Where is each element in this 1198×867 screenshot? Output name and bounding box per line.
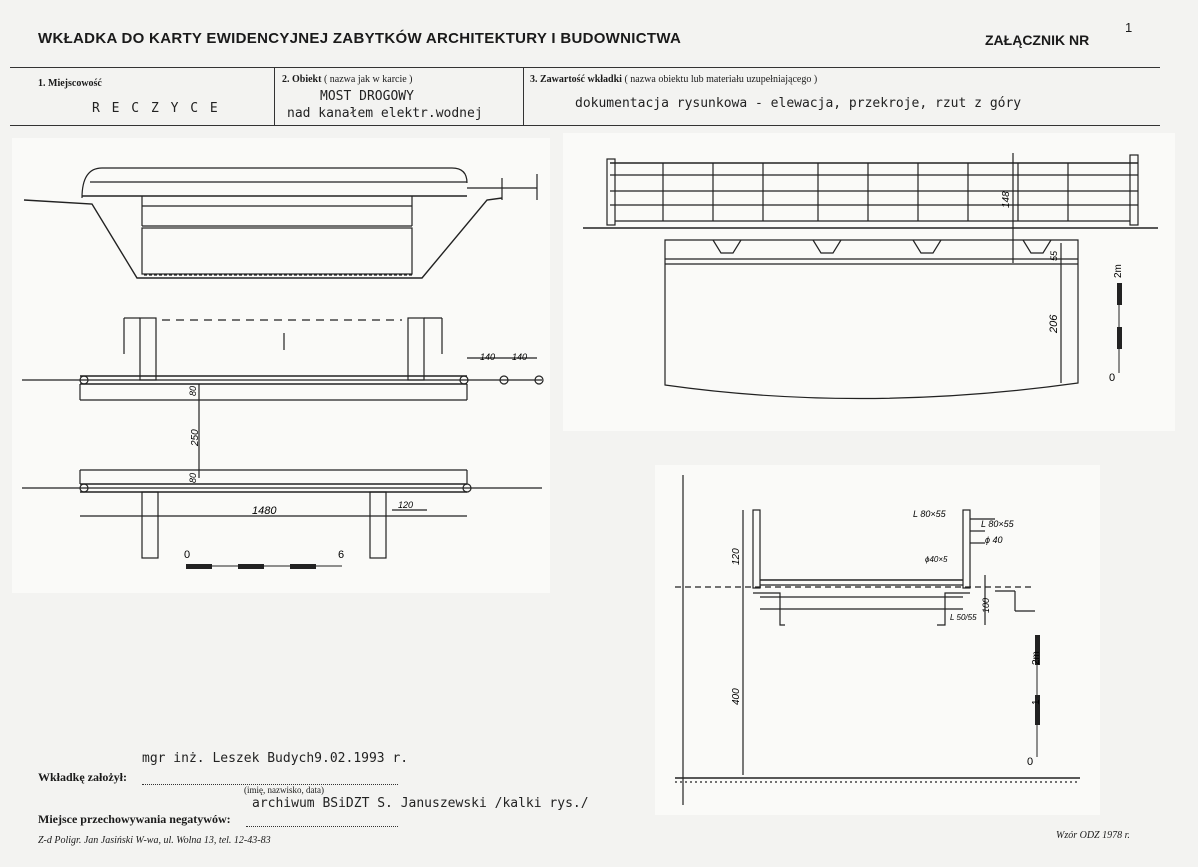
section-scale-end: 2m [1031,651,1042,665]
storage-value: archiwum BSiDZT S. Januszewski /kalki ry… [252,796,589,811]
object-label-main: 2. Obiekt [282,74,322,85]
elevation-dim-148: 148 [1001,191,1012,208]
contents-label: 3. Zawartość wkładki ( nazwa obiektu lub… [530,74,817,85]
plan-dim-140-a: 140 [480,352,495,362]
annex-label: ZAŁĄCZNIK NR [985,32,1090,48]
elevation-dim-206: 206 [1048,314,1060,334]
plan-dim-250: 250 [190,429,201,447]
plan-dim-120: 120 [398,500,413,510]
plan-scale-start: 0 [184,549,190,561]
locality-value: R E C Z Y C E [92,101,220,116]
section-scale-bar [1035,635,1040,757]
section-dim-120: 120 [731,548,742,565]
plan-dim-80-a: 80 [188,386,198,396]
table-divider-1 [274,67,275,125]
section-drawing-photo: 0 1 2m L 80×55 L 80×55 ϕ 40 ϕ40×5 L 50/5… [655,465,1100,815]
table-top-rule [10,67,1160,68]
author-value: mgr inż. Leszek Budych9.02.1993 r. [142,751,409,766]
printer-imprint: Z-d Poligr. Jan Jasiński W-wa, ul. Wolna… [38,835,271,846]
object-value-line1: MOST DROGOWY [320,89,414,104]
object-value-line2: nad kanałem elektr.wodnej [287,106,483,121]
plan-dim-80-b: 80 [188,473,198,483]
author-caption: (imię, nazwisko, data) [244,785,324,795]
plan-drawing-photo: 0 6 140 140 80 250 80 1480 120 [12,138,550,593]
section-scale-start: 0 [1027,756,1033,768]
plan-dim-140-b: 140 [512,352,527,362]
plan-drawing: 0 6 140 140 80 250 80 1480 120 [22,167,544,569]
plan-dim-1480: 1480 [252,505,277,517]
annex-number: 1 [1125,20,1133,35]
section-dim-400: 400 [731,688,742,705]
section-scale-mid: 1 [1031,699,1042,705]
section-label-l50: L 50/55 [950,613,977,622]
section-label-phi40x5: ϕ40×5 [925,555,948,564]
section-dim-100: 100 [981,598,991,613]
contents-label-main: 3. Zawartość wkładki [530,74,622,85]
plan-scale-bar [186,564,342,569]
section-label-l80-b: L 80×55 [981,519,1015,529]
contents-value: dokumentacja rysunkowa - elewacja, przek… [575,96,1022,111]
object-label-sub: ( nazwa jak w karcie ) [323,74,413,85]
section-label-l80-a: L 80×55 [913,509,947,519]
plan-scale-end: 6 [338,549,344,561]
author-dotted-line [142,784,398,785]
form-id: Wzór ODZ 1978 r. [1056,830,1130,841]
elevation-drawing-photo: 0 2m 148 206 55 [563,133,1175,431]
contents-label-sub: ( nazwa obiektu lub materiału uzupełniaj… [624,74,818,85]
table-divider-2 [523,67,524,125]
elevation-scale-bar [1117,283,1122,373]
author-label: Wkładkę założył: [38,770,127,784]
elevation-scale-start: 0 [1109,372,1115,384]
storage-dotted-line [246,826,398,827]
elevation-dim-55: 55 [1049,250,1059,261]
object-label: 2. Obiekt ( nazwa jak w karcie ) [282,74,413,85]
card-title: WKŁADKA DO KARTY EWIDENCYJNEJ ZABYTKÓW A… [38,30,682,47]
table-bottom-rule [10,125,1160,126]
storage-label: Miejsce przechowywania negatywów: [38,812,231,826]
locality-label: 1. Miejscowość [38,78,102,89]
section-drawing: 0 1 2m L 80×55 L 80×55 ϕ 40 ϕ40×5 L 50/5… [675,475,1080,805]
section-label-phi40: ϕ 40 [985,535,1003,545]
elevation-drawing: 0 2m 148 206 55 [583,153,1158,400]
elevation-scale-end: 2m [1113,264,1124,278]
